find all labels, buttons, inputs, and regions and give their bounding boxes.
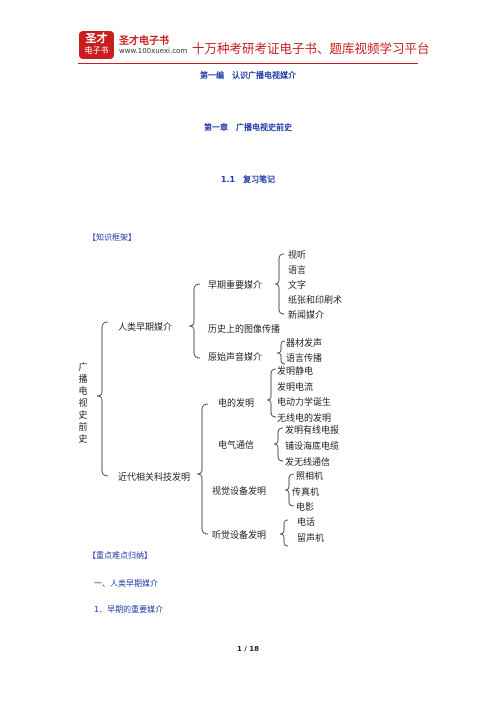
leaf-telephone: 电话 <box>297 518 316 528</box>
leaf-wireless-communication: 发无线通信 <box>285 458 331 468</box>
leaf-audiovisual: 视听 <box>288 251 307 261</box>
tree-root: 广播电视史前史 <box>78 363 88 445</box>
brand-url[interactable]: www.100xuexi.com <box>119 47 188 55</box>
brand-name: 圣才电子书 <box>119 36 169 47</box>
knowledge-framework-label: 【知识框架】 <box>88 233 136 242</box>
brace-electric <box>266 368 277 418</box>
section-title: 1.1 复习笔记 <box>220 175 276 184</box>
page-number: 1 / 18 <box>236 645 260 653</box>
leaf-electrodynamics: 电动力学诞生 <box>277 398 332 408</box>
node-visual-devices: 视觉设备发明 <box>212 487 267 497</box>
leaf-speech: 语言 <box>288 266 307 276</box>
outline-heading-2: 1．早期的重要媒介 <box>94 605 164 614</box>
brace-telecom <box>273 427 284 462</box>
logo-text-top: 圣才 <box>85 32 108 45</box>
leaf-language-communication: 语言传播 <box>286 354 323 364</box>
leaf-news-media: 新闻媒介 <box>288 311 325 321</box>
chapter-title: 第一章 广播电视史前史 <box>204 123 292 132</box>
leaf-paper-printing: 纸张和印刷术 <box>288 296 343 306</box>
brace-branch2 <box>196 403 209 535</box>
header-divider <box>78 63 418 64</box>
leaf-static-electricity: 发明静电 <box>277 367 314 377</box>
leaf-electric-current: 发明电流 <box>277 383 314 393</box>
brace-audio <box>279 519 289 547</box>
brace-visual <box>284 473 295 507</box>
leaf-fax: 传真机 <box>292 488 320 498</box>
brace-early-media <box>274 253 285 315</box>
branch-modern-tech: 近代相关科技发明 <box>118 473 191 483</box>
node-audio-devices: 听觉设备发明 <box>212 531 267 541</box>
node-early-important-media: 早期重要媒介 <box>208 281 263 291</box>
leaf-submarine-cable: 铺设海底电缆 <box>285 442 340 452</box>
leaf-camera: 照相机 <box>296 472 324 482</box>
brace-root <box>96 321 109 477</box>
header-slogan: 十万种考研考证电子书、题库视频学习平台 <box>192 41 430 56</box>
node-telecom: 电气通信 <box>218 441 255 451</box>
brace-branch1 <box>188 283 201 359</box>
leaf-writing: 文字 <box>288 281 307 291</box>
leaf-film: 电影 <box>296 503 315 513</box>
leaf-instrument-sound: 器材发声 <box>286 339 323 349</box>
brace-sound <box>276 340 286 365</box>
outline-heading-1: 一、人类早期媒介 <box>94 579 158 588</box>
logo-text-bottom: 电子书 <box>84 46 109 55</box>
leaf-phonograph: 留声机 <box>297 534 325 544</box>
key-points-label: 【重点难点归纳】 <box>88 551 152 560</box>
part-title: 第一编 认识广播电视媒介 <box>200 71 296 80</box>
leaf-radio-invention: 无线电的发明 <box>277 414 332 424</box>
node-electricity: 电的发明 <box>218 399 255 409</box>
leaf-wired-telegraph: 发明有线电报 <box>285 426 340 436</box>
logo: 圣才 电子书 <box>79 31 114 59</box>
node-primitive-sound: 原始声音媒介 <box>208 353 263 363</box>
branch-early-media: 人类早期媒介 <box>118 323 173 333</box>
node-image-communication: 历史上的图像传播 <box>208 325 281 335</box>
